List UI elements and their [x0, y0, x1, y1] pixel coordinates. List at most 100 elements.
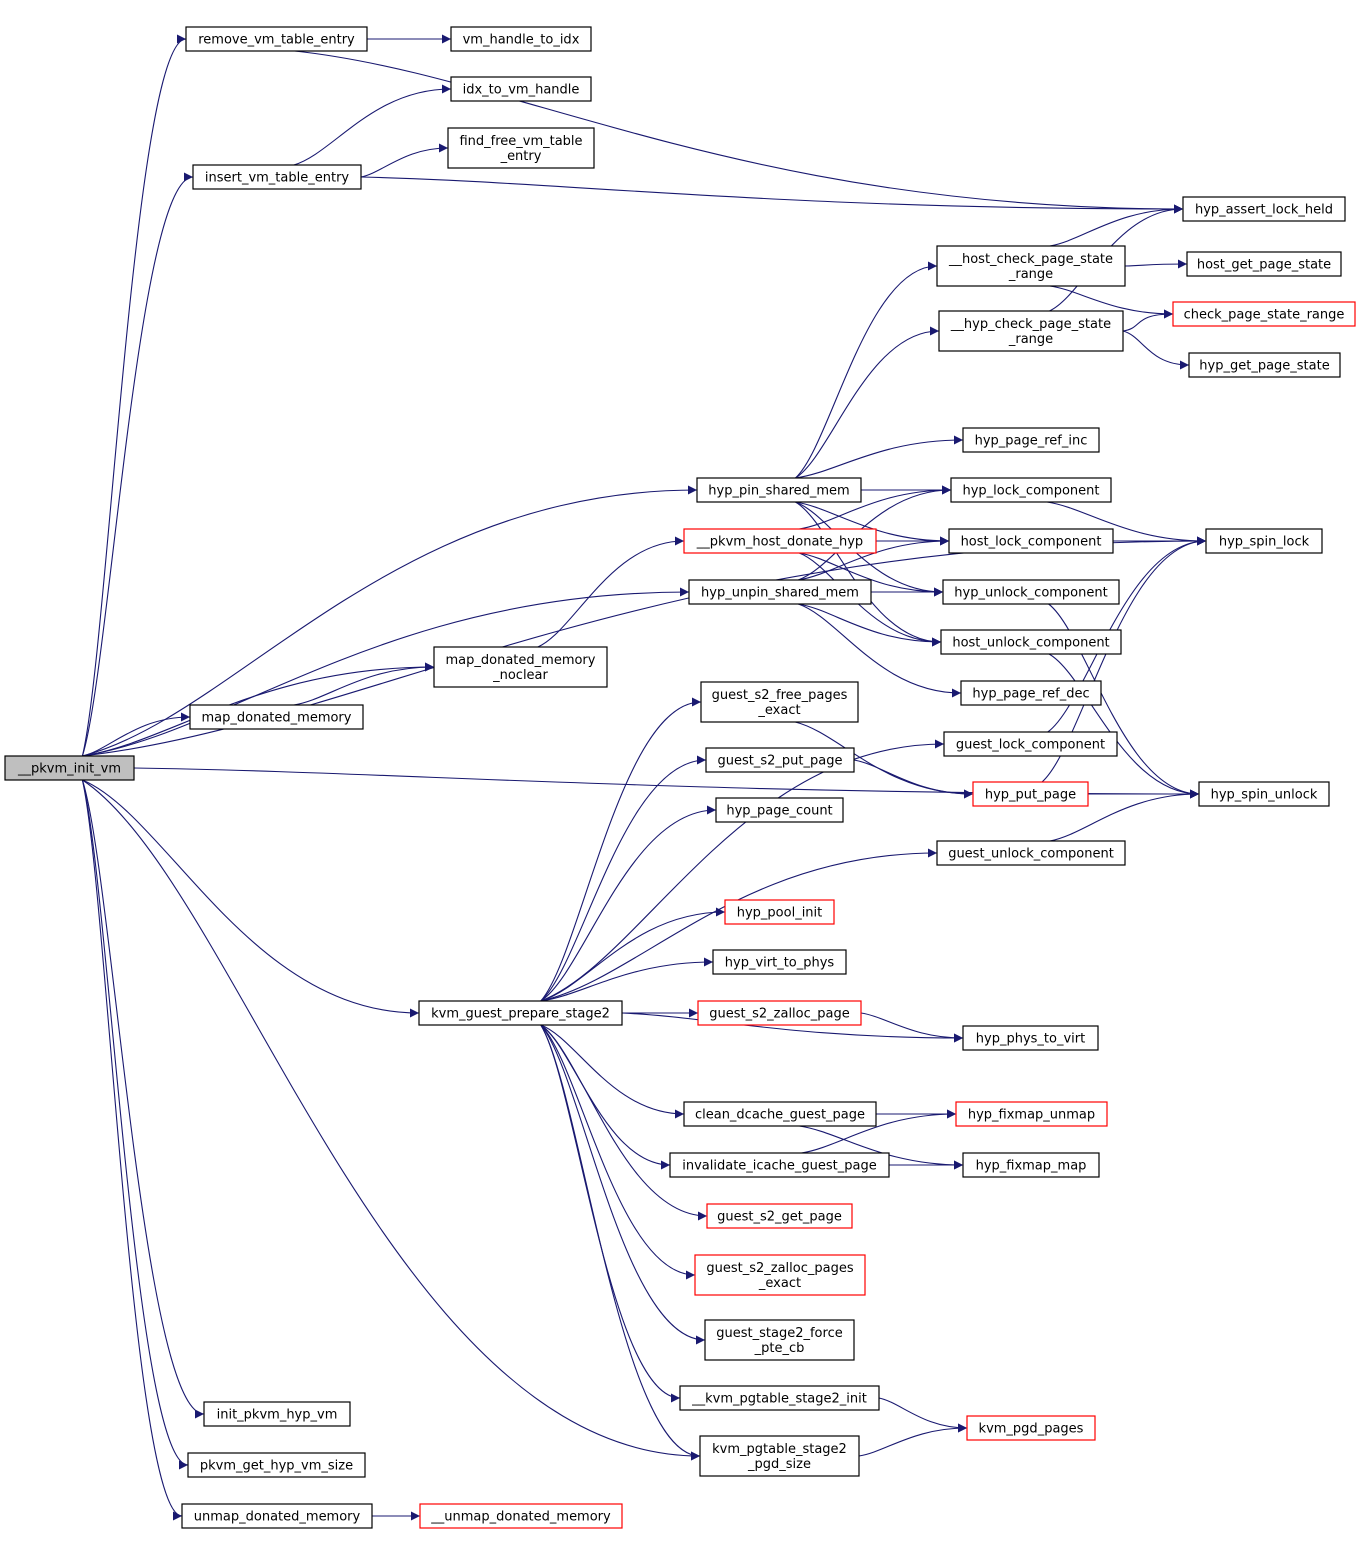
node-box: [697, 1000, 862, 1026]
node-label: hyp_page_count: [726, 804, 832, 819]
node-vm-handle-to-idx[interactable]: vm_handle_to_idx: [450, 26, 592, 52]
call-edge-clean_dcache_guest_page-to-hyp_fixmap_map: [799, 1125, 964, 1170]
node-guest-lock-component[interactable]: guest_lock_component: [943, 731, 1118, 757]
node-hyp-page-ref-inc[interactable]: hyp_page_ref_inc: [962, 427, 1100, 453]
call-edge-host_check_page_state_range-to-host_get_page_state: [1124, 259, 1188, 269]
node-pkvm-host-donate-hyp[interactable]: __pkvm_host_donate_hyp: [683, 528, 877, 554]
node-box: [712, 949, 847, 975]
call-edge-insert_vm_table_entry-to-find_free_vm_table_entry: [360, 143, 449, 178]
node-guest-s2-zalloc-page[interactable]: guest_s2_zalloc_page: [697, 1000, 862, 1026]
call-edge-kvm_guest_prepare_stage2-to-guest_s2_put_page: [540, 755, 707, 1002]
node-box: [948, 528, 1114, 554]
node-label: invalidate_icache_guest_page: [682, 1159, 877, 1174]
call-edge-host_unlock_component-to-hyp_spin_unlock: [1048, 653, 1200, 799]
node-pkvm-get-hyp-vm-size[interactable]: pkvm_get_hyp_vm_size: [187, 1452, 366, 1478]
node-host-unlock-component[interactable]: host_unlock_component: [940, 629, 1122, 655]
call-edge-hyp_pin_shared_mem-to-hyp_check_page_state_range: [795, 326, 940, 479]
node-host-get-page-state[interactable]: host_get_page_state: [1186, 251, 1342, 277]
node-box: [962, 1025, 1099, 1051]
node-label: _noclear: [492, 668, 548, 683]
node-hyp-get-page-state[interactable]: hyp_get_page_state: [1188, 352, 1341, 378]
node-label: guest_s2_zalloc_page: [709, 1007, 850, 1022]
node-host-check-page-state-range[interactable]: __host_check_page_state_range: [936, 245, 1126, 287]
node-hyp-page-ref-dec[interactable]: hyp_page_ref_dec: [960, 680, 1102, 706]
node-guest-stage2-force-pte-cb[interactable]: guest_stage2_force_pte_cb: [704, 1319, 855, 1361]
node-guest-unlock-component[interactable]: guest_unlock_component: [936, 840, 1126, 866]
call-edge-kvm_guest_prepare_stage2-to-guest_s2_get_page: [540, 1024, 708, 1221]
node-check-page-state-range[interactable]: check_page_state_range: [1172, 301, 1356, 327]
node-invalidate-icache-guest-page[interactable]: invalidate_icache_guest_page: [669, 1152, 890, 1178]
call-edge-remove_vm_table_entry-to-hyp_assert_lock_held: [294, 50, 1184, 214]
node-hyp-unlock-component[interactable]: hyp_unlock_component: [942, 579, 1120, 605]
node-hyp-pool-init[interactable]: hyp_pool_init: [724, 899, 835, 925]
node-kvm-pgtable-stage2-init[interactable]: __kvm_pgtable_stage2_init: [679, 1385, 880, 1411]
node-guest-s2-free-pages-exact[interactable]: guest_s2_free_pages_exact: [700, 681, 859, 723]
node-map-donated-memory-noclear[interactable]: map_donated_memory_noclear: [433, 646, 608, 688]
node-label: hyp_virt_to_phys: [725, 956, 835, 971]
node-hyp-fixmap-unmap[interactable]: hyp_fixmap_unmap: [955, 1101, 1108, 1127]
call-edge-pkvm_init_vm-to-kvm_pgtable_stage2_pgd_size: [82, 779, 701, 1461]
node-hyp-fixmap-map[interactable]: hyp_fixmap_map: [962, 1152, 1100, 1178]
node-hyp-pin-shared-mem[interactable]: hyp_pin_shared_mem: [696, 477, 862, 503]
call-edge-hyp_unpin_shared_mem-to-host_unlock_component: [798, 603, 942, 647]
node-find-free-vm-table-entry[interactable]: find_free_vm_table_entry: [447, 127, 595, 169]
call-edge-hyp_check_page_state_range-to-hyp_get_page_state: [1122, 330, 1190, 370]
node-box: [936, 840, 1126, 866]
node-remove-vm-table-entry[interactable]: remove_vm_table_entry: [185, 26, 368, 52]
node-label: guest_unlock_component: [948, 847, 1114, 862]
node-label: hyp_phys_to_virt: [976, 1032, 1085, 1047]
call-edge-kvm_guest_prepare_stage2-to-guest_s2_zalloc_pages_exact: [540, 1024, 696, 1280]
node-unmap-donated-memory-inner[interactable]: __unmap_donated_memory: [419, 1503, 623, 1529]
node-hyp-lock-component[interactable]: hyp_lock_component: [950, 477, 1112, 503]
node-box: [705, 747, 855, 773]
call-edge-invalidate_icache_guest_page-to-hyp_fixmap_unmap: [801, 1109, 957, 1154]
node-host-lock-component[interactable]: host_lock_component: [948, 528, 1114, 554]
node-label: remove_vm_table_entry: [198, 33, 355, 48]
node-idx-to-vm-handle[interactable]: idx_to_vm_handle: [450, 76, 592, 102]
node-label: host_lock_component: [961, 535, 1102, 550]
node-hyp-spin-unlock[interactable]: hyp_spin_unlock: [1198, 781, 1330, 807]
call-edge-kvm_guest_prepare_stage2-to-guest_stage2_force_pte_cb: [540, 1024, 706, 1345]
node-box: [419, 1503, 623, 1529]
call-edge-hyp_pin_shared_mem-to-hyp_page_ref_inc: [795, 435, 964, 479]
node-map-donated-memory[interactable]: map_donated_memory: [189, 704, 364, 730]
node-hyp-virt-to-phys[interactable]: hyp_virt_to_phys: [712, 949, 847, 975]
node-box: [450, 26, 592, 52]
call-edge-pkvm_init_vm-to-kvm_guest_prepare_stage2: [82, 779, 420, 1018]
call-edge-kvm_guest_prepare_stage2-to-guest_s2_free_pages_exact: [540, 697, 702, 1002]
node-pkvm-init-vm[interactable]: __pkvm_init_vm: [4, 755, 135, 781]
node-clean-dcache-guest-page[interactable]: clean_dcache_guest_page: [683, 1101, 877, 1127]
call-edge-guest_s2_zalloc_page-to-hyp_phys_to_virt: [860, 1012, 964, 1043]
node-guest-s2-get-page[interactable]: guest_s2_get_page: [706, 1203, 853, 1229]
node-guest-s2-put-page[interactable]: guest_s2_put_page: [705, 747, 855, 773]
node-label: _pgd_size: [747, 1457, 811, 1472]
node-hyp-page-count[interactable]: hyp_page_count: [715, 797, 844, 823]
node-label: idx_to_vm_handle: [463, 83, 580, 98]
node-box: [688, 579, 872, 605]
call-edge-guest_unlock_component-to-hyp_spin_unlock: [1049, 789, 1200, 842]
node-kvm-guest-prepare-stage2[interactable]: kvm_guest_prepare_stage2: [418, 1000, 623, 1026]
call-edge-guest_s2_put_page-to-hyp_put_page: [853, 759, 974, 799]
node-init-pkvm-hyp-vm[interactable]: init_pkvm_hyp_vm: [203, 1401, 351, 1427]
node-label: guest_s2_zalloc_pages: [706, 1261, 853, 1276]
node-label: kvm_pgd_pages: [979, 1422, 1084, 1437]
node-label: hyp_assert_lock_held: [1195, 203, 1333, 218]
node-unmap-donated-memory[interactable]: unmap_donated_memory: [181, 1503, 373, 1529]
call-edge-hyp_unlock_component-to-hyp_spin_unlock: [1048, 603, 1200, 799]
call-edge-guest_lock_component-to-hyp_spin_lock: [1047, 536, 1207, 733]
node-box: [1198, 781, 1330, 807]
node-hyp-unpin-shared-mem[interactable]: hyp_unpin_shared_mem: [688, 579, 872, 605]
node-guest-s2-zalloc-pages-exact[interactable]: guest_s2_zalloc_pages_exact: [694, 1254, 866, 1296]
node-hyp-phys-to-virt[interactable]: hyp_phys_to_virt: [962, 1025, 1099, 1051]
node-hyp-check-page-state-range[interactable]: __hyp_check_page_state_range: [938, 310, 1124, 352]
node-insert-vm-table-entry[interactable]: insert_vm_table_entry: [192, 164, 362, 190]
node-box: [683, 528, 877, 554]
node-kvm-pgtable-stage2-pgd-size[interactable]: kvm_pgtable_stage2_pgd_size: [699, 1435, 860, 1477]
node-label: hyp_unlock_component: [954, 586, 1107, 601]
node-hyp-assert-lock-held[interactable]: hyp_assert_lock_held: [1182, 196, 1346, 222]
node-box: [715, 797, 844, 823]
node-box: [189, 704, 364, 730]
node-hyp-put-page[interactable]: hyp_put_page: [972, 781, 1089, 807]
node-kvm-pgd-pages[interactable]: kvm_pgd_pages: [966, 1415, 1096, 1441]
node-hyp-spin-lock[interactable]: hyp_spin_lock: [1205, 528, 1323, 554]
